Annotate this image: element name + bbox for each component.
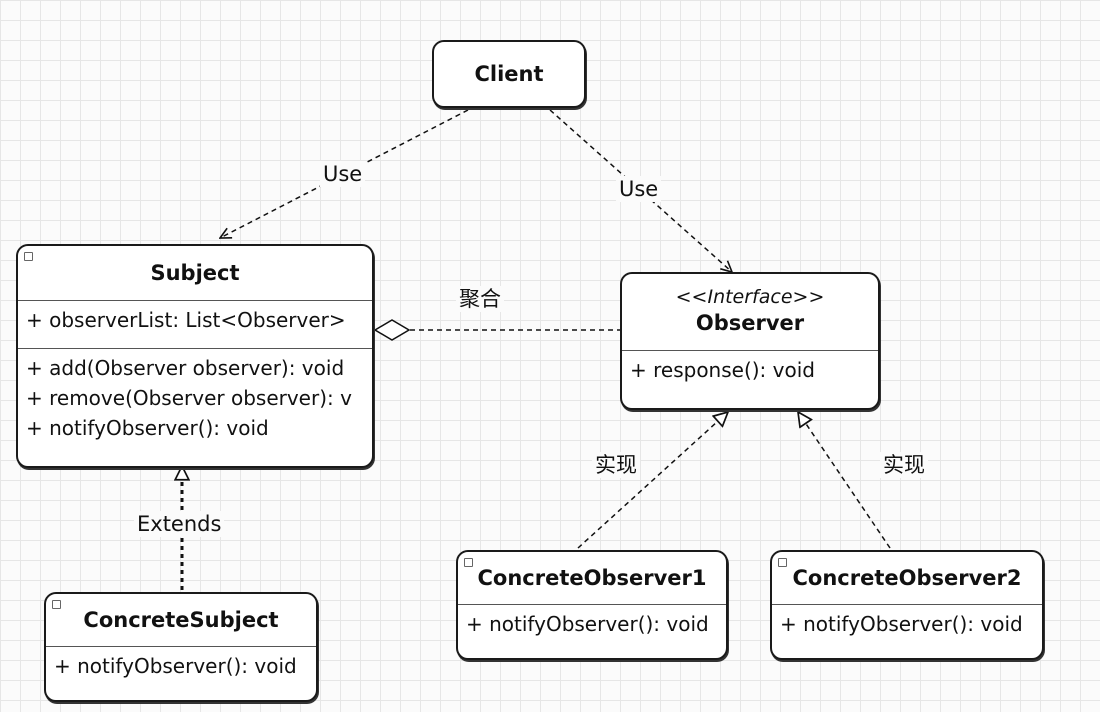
concrete-subject-method-notify: + notifyObserver(): void	[54, 654, 297, 678]
concrete-observer2-class[interactable]: ConcreteObserver2 + notifyObserver(): vo…	[770, 550, 1044, 660]
implements-label-right: 实现	[880, 452, 928, 478]
concrete-observer1-methods: + notifyObserver(): void	[458, 604, 726, 643]
concrete-observer1-class-name: ConcreteObserver1	[477, 566, 707, 590]
concrete-observer2-methods: + notifyObserver(): void	[772, 604, 1042, 643]
implements-line-2	[798, 412, 891, 549]
class-icon	[52, 600, 61, 609]
client-class[interactable]: Client	[432, 40, 586, 108]
concrete-subject-class-name: ConcreteSubject	[83, 608, 279, 632]
subject-method-add: + add(Observer observer): void	[26, 356, 345, 380]
observer-stereotype: <<Interface>>	[675, 286, 825, 308]
use-label-left: Use	[320, 161, 366, 187]
concrete-subject-class[interactable]: ConcreteSubject + notifyObserver(): void	[44, 592, 318, 702]
concrete-observer1-class[interactable]: ConcreteObserver1 + notifyObserver(): vo…	[456, 550, 728, 660]
class-icon	[24, 252, 33, 261]
aggregation-diamond	[373, 319, 411, 341]
observer-methods: + response(): void	[622, 350, 878, 389]
subject-methods: + add(Observer observer): void + remove(…	[18, 348, 372, 447]
subject-method-remove: + remove(Observer observer): v	[26, 386, 352, 410]
observer-interface[interactable]: <<Interface>> Observer + response(): voi…	[620, 272, 880, 410]
use-label-right: Use	[616, 176, 662, 202]
aggregation-label: 聚合	[456, 286, 504, 312]
subject-class-name: Subject	[150, 261, 240, 285]
extends-label: Extends	[134, 511, 225, 537]
concrete-observer1-method-notify: + notifyObserver(): void	[466, 612, 709, 636]
observer-method-response: + response(): void	[630, 358, 815, 382]
concrete-observer2-class-name: ConcreteObserver2	[792, 566, 1022, 590]
concrete-subject-methods: + notifyObserver(): void	[46, 646, 316, 685]
class-icon	[464, 558, 473, 567]
implements-label-left: 实现	[592, 452, 640, 478]
class-icon	[778, 558, 787, 567]
subject-fields: + observerList: List<Observer>	[18, 300, 372, 348]
subject-class[interactable]: Subject + observerList: List<Observer> +…	[16, 244, 374, 468]
observer-interface-header: <<Interface>> Observer	[622, 274, 878, 350]
subject-method-notify: + notifyObserver(): void	[26, 416, 269, 440]
client-class-name: Client	[474, 62, 544, 86]
concrete-observer2-method-notify: + notifyObserver(): void	[780, 612, 1023, 636]
implements-line-1	[577, 412, 728, 549]
observer-interface-name: Observer	[695, 311, 805, 335]
subject-field-observer-list: + observerList: List<Observer>	[26, 308, 346, 332]
